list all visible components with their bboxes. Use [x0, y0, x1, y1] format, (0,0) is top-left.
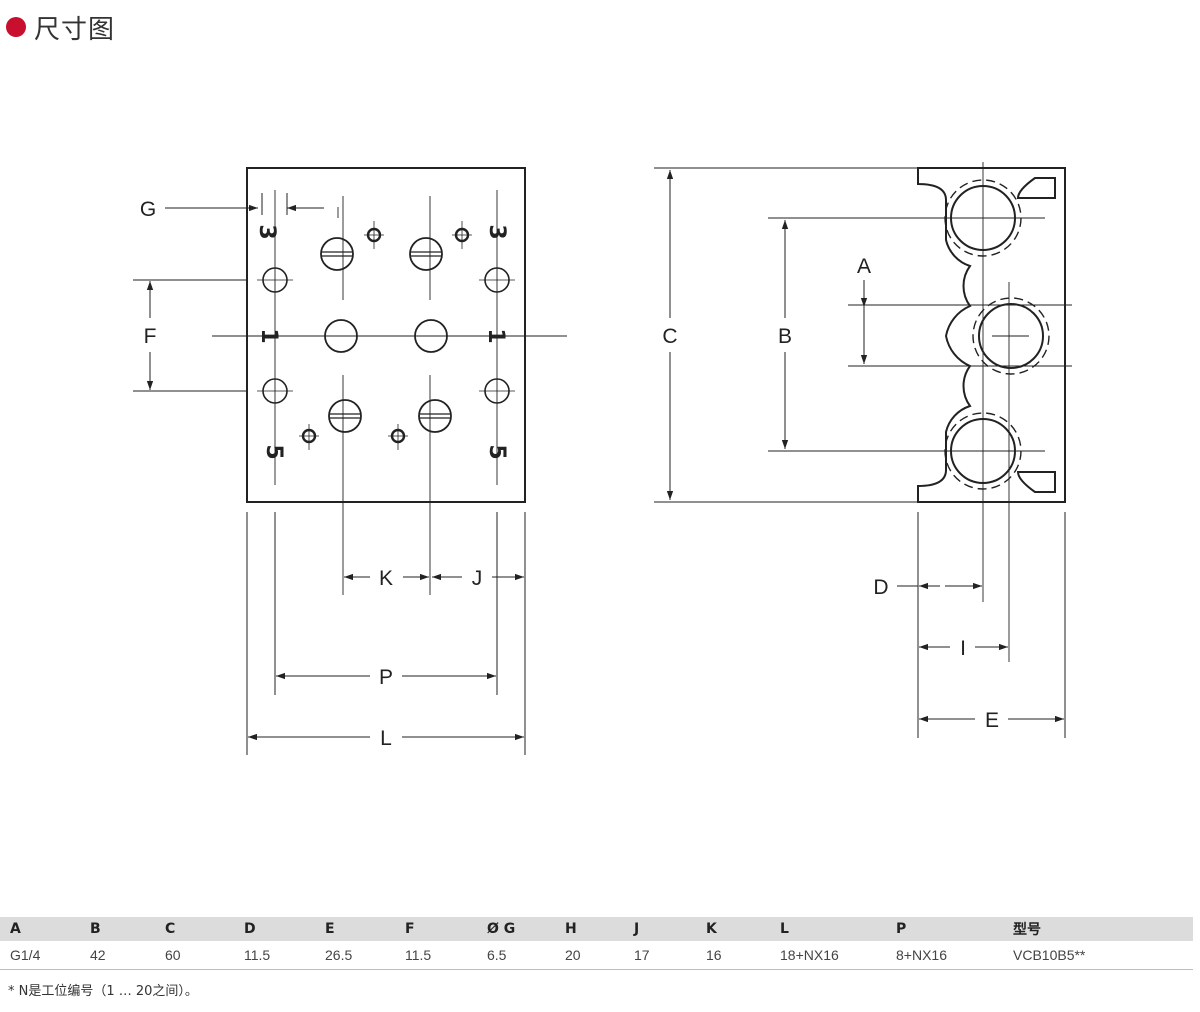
footnote: * N是工位编号（1 … 20之间）。	[8, 984, 198, 999]
side-view	[917, 162, 1066, 662]
front-view-outline	[246, 167, 526, 503]
spec-header-cell: P	[886, 917, 1003, 941]
spec-header-cell: F	[395, 917, 477, 941]
port-number-3-right: 3	[484, 224, 509, 239]
section-header: 尺寸图	[6, 10, 116, 45]
dim-label-g: G	[140, 198, 156, 221]
dim-label-i: I	[960, 637, 966, 660]
spec-cell: 42	[80, 941, 155, 970]
table-row: G1/4 42 60 11.5 26.5 11.5 6.5 20 17 16 1…	[0, 941, 1193, 970]
port-number-5-left: 5	[261, 444, 286, 459]
port-number-1-right: 1	[483, 328, 508, 343]
spec-header-cell: C	[155, 917, 234, 941]
front-dimensions	[133, 193, 526, 755]
spec-cell: 8+NX16	[886, 941, 1003, 970]
port-number-3-left: 3	[254, 224, 279, 239]
dim-label-f: F	[144, 325, 157, 348]
spec-table: A B C D E F Ø G H J K L P 型号 G1/4 42 60 …	[0, 917, 1193, 970]
spec-header-cell: Ø G	[477, 917, 555, 941]
bullet-dot-icon	[6, 17, 26, 37]
spec-cell: 18+NX16	[770, 941, 886, 970]
port-number-5-right: 5	[484, 444, 509, 459]
port-1-right	[414, 319, 448, 353]
dim-label-a: A	[857, 255, 871, 278]
side-port-middle	[978, 303, 1044, 369]
spec-header-cell: D	[234, 917, 315, 941]
spec-header-cell: L	[770, 917, 886, 941]
dim-label-l: L	[380, 727, 392, 750]
dim-label-d: D	[873, 576, 888, 599]
spec-header-cell: A	[0, 917, 80, 941]
spec-table-header-row: A B C D E F Ø G H J K L P 型号	[0, 917, 1193, 941]
spec-header-cell: E	[315, 917, 395, 941]
dim-label-j: J	[472, 567, 483, 590]
side-dimensions	[654, 167, 1072, 738]
dim-label-c: C	[662, 325, 677, 348]
dim-label-k: K	[379, 567, 393, 590]
port-3-right	[409, 237, 443, 271]
front-view	[212, 167, 567, 595]
port-1-left	[324, 319, 358, 353]
port-3-left	[320, 237, 354, 271]
spec-header-cell: J	[624, 917, 696, 941]
spec-cell: VCB10B5**	[1003, 941, 1193, 970]
dim-label-p: P	[379, 666, 393, 689]
dim-label-e: E	[985, 709, 999, 732]
spec-cell: 11.5	[234, 941, 315, 970]
spec-header-cell: 型号	[1003, 917, 1193, 941]
spec-header-cell: H	[555, 917, 624, 941]
center-lines	[212, 190, 567, 595]
dim-label-b: B	[778, 325, 792, 348]
spec-cell: 26.5	[315, 941, 395, 970]
spec-header-cell: K	[696, 917, 770, 941]
side-slot-bottom	[1016, 471, 1056, 493]
spec-header-cell: B	[80, 917, 155, 941]
port-5-left	[328, 399, 362, 433]
port-number-1-left: 1	[256, 328, 281, 343]
section-title: 尺寸图	[34, 14, 116, 45]
spec-cell: 6.5	[477, 941, 555, 970]
spec-cell: G1/4	[0, 941, 80, 970]
side-view-outline	[917, 167, 1066, 503]
dimension-drawing: 3 3 1 1 5 5 G F K J P L	[133, 162, 1072, 755]
spec-cell: 17	[624, 941, 696, 970]
spec-cell: 20	[555, 941, 624, 970]
side-slot-top	[1016, 177, 1056, 199]
port-5-right	[418, 399, 452, 433]
spec-cell: 16	[696, 941, 770, 970]
spec-cell: 60	[155, 941, 234, 970]
spec-cell: 11.5	[395, 941, 477, 970]
